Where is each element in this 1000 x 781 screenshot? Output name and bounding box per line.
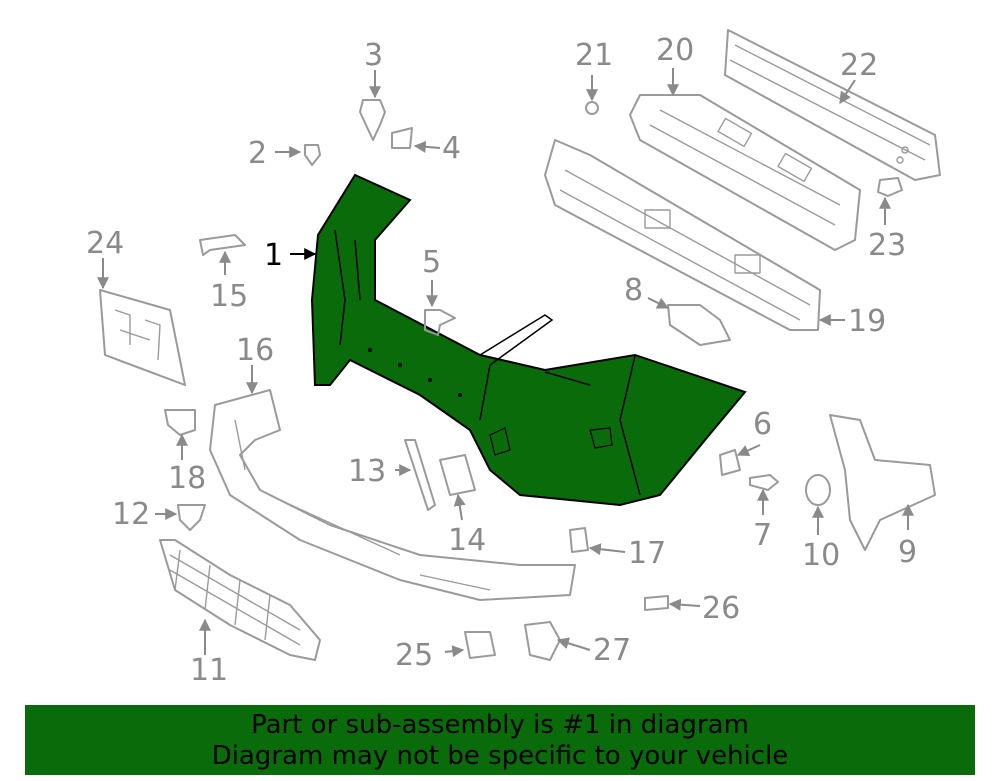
part-15-bracket (199, 234, 246, 256)
part-2-screw (304, 144, 321, 166)
callout-3: 3 (364, 38, 383, 73)
part-23-bolt (877, 177, 903, 197)
callout-labels: 1 2 3 4 5 6 7 8 9 10 11 12 13 14 15 16 1… (86, 33, 917, 688)
part-16-lower-cover (209, 389, 576, 601)
callout-24: 24 (86, 226, 124, 261)
callout-14: 14 (448, 523, 486, 558)
leader-lines (97, 68, 914, 658)
part-8-bracket (667, 304, 731, 346)
part-9-bracket (829, 414, 936, 551)
callout-25: 25 (395, 638, 433, 673)
callout-5: 5 (422, 245, 441, 280)
part-17-clip (569, 527, 589, 553)
callout-22: 22 (840, 48, 878, 83)
callout-8: 8 (624, 273, 643, 308)
callout-21: 21 (575, 38, 613, 73)
small-parts (164, 99, 936, 661)
part-5-sensor (424, 309, 456, 336)
callout-1: 1 (264, 238, 283, 273)
part-24-license-bracket (99, 289, 186, 386)
part-22-reinforcement-bar (724, 29, 941, 181)
callout-19: 19 (848, 304, 886, 339)
callout-2: 2 (248, 136, 267, 171)
part-26-clip (644, 595, 669, 611)
part-27-sensor (524, 621, 561, 661)
callout-11: 11 (190, 653, 228, 688)
part-11-grille (159, 539, 321, 661)
callout-10: 10 (802, 538, 840, 573)
callout-12: 12 (112, 497, 150, 532)
part-18-clip (164, 409, 196, 436)
callout-15: 15 (210, 279, 248, 314)
part-12-clip (177, 504, 206, 531)
callout-7: 7 (753, 518, 772, 553)
callout-18: 18 (168, 461, 206, 496)
part-4-bracket (391, 127, 413, 149)
callout-26: 26 (702, 591, 740, 626)
part-1-bumper-cover (310, 173, 747, 507)
banner-line-2: Diagram may not be specific to your vehi… (211, 741, 789, 771)
part-13-seal (404, 439, 436, 511)
callout-6: 6 (753, 407, 772, 442)
part-3-clip (359, 99, 386, 141)
part-7-screw (749, 474, 779, 491)
callout-4: 4 (442, 131, 461, 166)
info-banner: Part or sub-assembly is #1 in diagram Di… (25, 705, 975, 775)
callout-17: 17 (628, 536, 666, 571)
callout-23: 23 (868, 228, 906, 263)
callout-27: 27 (593, 633, 631, 668)
callout-20: 20 (656, 33, 694, 68)
part-10-ring (805, 474, 831, 506)
part-21-clip (585, 101, 599, 115)
part-25-sensor (464, 631, 496, 659)
part-19-absorber (544, 139, 821, 331)
part-6-clip (719, 449, 741, 476)
callout-16: 16 (236, 333, 274, 368)
parts-diagram: 1 2 3 4 5 6 7 8 9 10 11 12 13 14 15 16 1… (86, 29, 941, 688)
callout-13: 13 (348, 454, 386, 489)
banner-line-1: Part or sub-assembly is #1 in diagram (251, 710, 749, 740)
callout-9: 9 (898, 535, 917, 570)
part-14-bracket (439, 454, 476, 496)
part-20-energy-absorber (629, 94, 861, 251)
